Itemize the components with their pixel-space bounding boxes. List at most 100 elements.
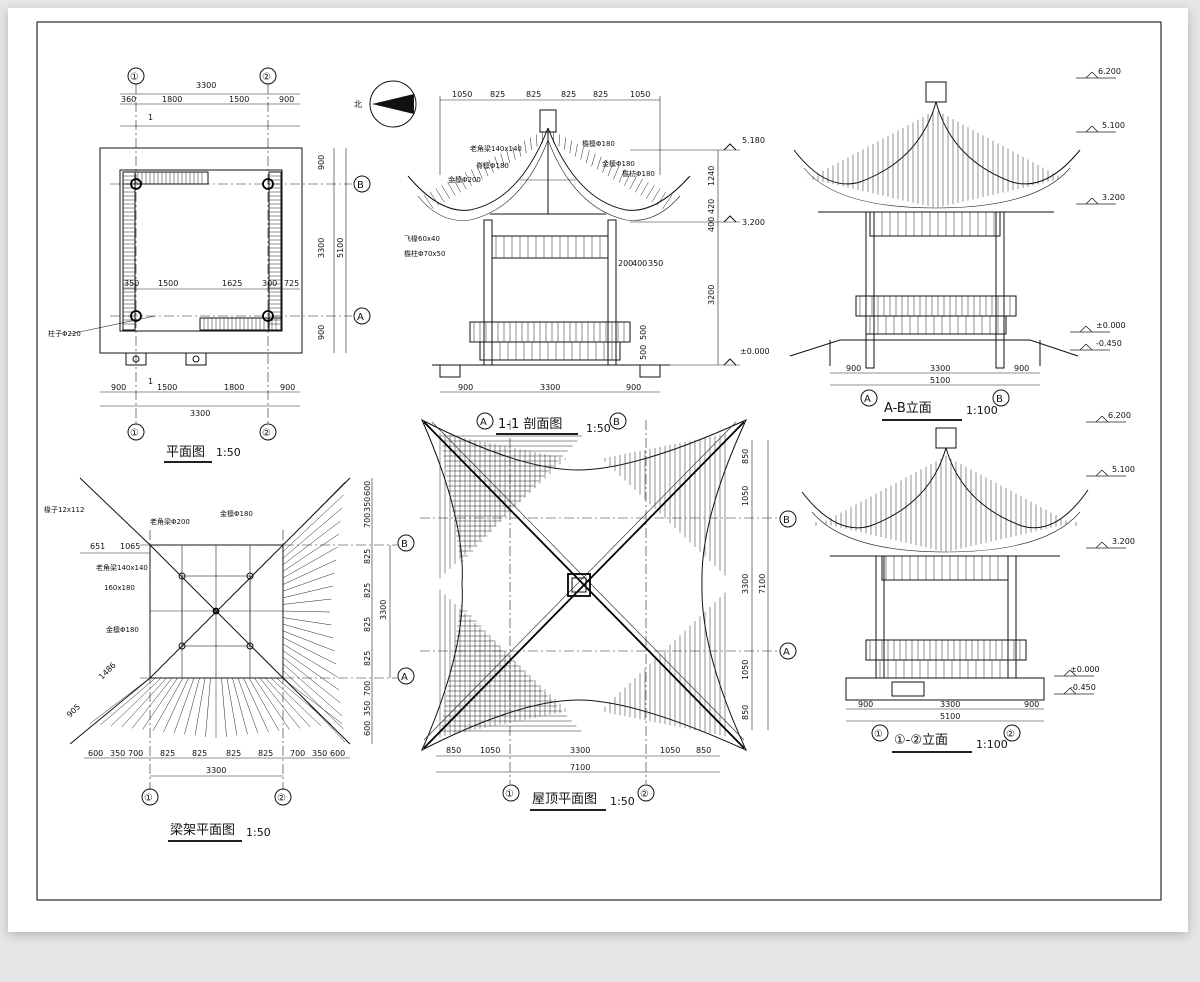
- plan-dim-top-1: 1800: [162, 95, 182, 104]
- framing-axis-2: ②: [277, 793, 286, 804]
- plan-dim-bottom-0: 900: [111, 383, 126, 392]
- framing-dim-bottom-0: 600: [88, 749, 103, 758]
- drawing-border: [36, 21, 1162, 901]
- plan-dim-right-2: 900: [317, 325, 326, 340]
- plan-axis-2-top: ②: [262, 72, 271, 83]
- section-dim-right-4: 500: [639, 325, 648, 340]
- framing-note-5: 金檩Φ180: [106, 625, 139, 634]
- framing-axis-b: B: [401, 539, 408, 550]
- roof-axis-a: A: [783, 647, 790, 658]
- plan-dim-bottom-2: 1800: [224, 383, 244, 392]
- section-dim-bottom-0: 900: [458, 383, 473, 392]
- elevab-level-1: 5.100: [1102, 121, 1125, 130]
- section-level-0: 5.180: [742, 136, 765, 145]
- section-dim-right-1: 420: [707, 199, 716, 214]
- elevab-axis-a: A: [864, 394, 871, 405]
- section-dim-bottom-1: 3300: [540, 383, 560, 392]
- elev12-dim-0: 900: [858, 700, 873, 709]
- roof-axis-2: ②: [640, 789, 649, 800]
- plan-section-mark: 1: [148, 113, 153, 122]
- framing-dim-right-6: 825: [363, 651, 372, 666]
- roof-dim-right-2: 3300: [741, 574, 750, 594]
- framing-note-0: 椽子12x112: [44, 505, 84, 514]
- section-dim-small-0: 200: [618, 259, 633, 268]
- framing-dim-right-9: 600: [363, 721, 372, 736]
- framing-note-1: 老角梁Φ200: [150, 517, 190, 526]
- section-note-1: 脊檩Φ180: [476, 161, 509, 170]
- framing-dim-right-8: 350: [363, 701, 372, 716]
- plan-dim-inner-4: 725: [284, 279, 299, 288]
- plan-dim-inner-2: 1625: [222, 279, 242, 288]
- elev12-axis-2: ②: [1006, 729, 1015, 740]
- plan-dim-right-total: 5100: [336, 238, 345, 258]
- section-dim-small-2: 350: [648, 259, 663, 268]
- section-dim-top-0: 1050: [452, 90, 472, 99]
- elevab-axis-b: B: [996, 394, 1003, 405]
- elevab-dim-1: 3300: [930, 364, 950, 373]
- roof-dim-bottom-2: 3300: [570, 746, 590, 755]
- framing-note-2: 金檩Φ180: [220, 509, 253, 518]
- framing-dim-bottom-3: 825: [160, 749, 175, 758]
- plan-dim-bottom-3: 900: [280, 383, 295, 392]
- framing-dim-bottom-9: 600: [330, 749, 345, 758]
- elevab-level-4: -0.450: [1096, 339, 1122, 348]
- elevab-level-2: 3.200: [1102, 193, 1125, 202]
- plan-dim-top-2: 1500: [229, 95, 249, 104]
- framing-dim-bottom-7: 700: [290, 749, 305, 758]
- roof-dim-bottom-0: 850: [446, 746, 461, 755]
- section-dim-top-3: 825: [561, 90, 576, 99]
- plan-axis-1-bottom: ①: [130, 428, 139, 439]
- framing-plan-view: 椽子12x112 老角梁Φ200 金檩Φ180 老角梁140x140 160x1…: [44, 477, 415, 842]
- drawing-sheet: [8, 8, 1188, 932]
- roof-dim-bottom-3: 1050: [660, 746, 680, 755]
- elev12-level-1: 5.100: [1112, 465, 1135, 474]
- elev12-level-4: -0.450: [1070, 683, 1096, 692]
- elevab-title: A-B立面: [884, 401, 932, 416]
- framing-dim-right-7: 700: [363, 681, 372, 696]
- roof-title: 屋顶平面图: [532, 792, 597, 807]
- framing-dim-bottom-5: 825: [226, 749, 241, 758]
- north-arrow: 北: [354, 80, 417, 128]
- framing-dim-bottom-2: 700: [128, 749, 143, 758]
- elevab-scale: 1:100: [966, 404, 998, 417]
- plan-axis-1-top: ①: [130, 72, 139, 83]
- plan-view: 3300 360 1800 1500 900 1 1 900 1500 1800…: [48, 67, 371, 463]
- section-dim-top-2: 825: [526, 90, 541, 99]
- plan-note-column: 柱子Φ220: [48, 329, 81, 338]
- framing-note-4: 160x180: [104, 584, 135, 592]
- framing-note-3: 老角梁140x140: [96, 563, 148, 572]
- framing-axis-1: ①: [144, 793, 153, 804]
- roof-dim-right-4: 850: [741, 705, 750, 720]
- elev12-dim-1: 3300: [940, 700, 960, 709]
- section-note-2: 金檩Φ200: [448, 175, 481, 184]
- section-note-6: 飞椽60x40: [404, 234, 440, 243]
- elev12-axis-1: ①: [874, 729, 883, 740]
- roof-dim-right-3: 1050: [741, 660, 750, 680]
- plan-axis-b: B: [357, 180, 364, 191]
- roof-dim-bottom-4: 850: [696, 746, 711, 755]
- framing-dim-bottom-1: 350: [110, 749, 125, 758]
- roof-axis-1: ①: [505, 789, 514, 800]
- elevation-12-view: 6.200 5.100 3.200 ±0.000 -0.450 900 3300…: [801, 411, 1135, 753]
- plan-dim-inner-0: 350: [124, 279, 139, 288]
- framing-dim-diag-0: 1486: [97, 661, 118, 682]
- plan-dim-bottom-1: 1500: [157, 383, 177, 392]
- roof-dim-right-1: 1050: [741, 486, 750, 506]
- section-dim-top-1: 825: [490, 90, 505, 99]
- plan-dim-inner-1: 1500: [158, 279, 178, 288]
- elevab-dim-2: 900: [1014, 364, 1029, 373]
- roof-dim-right-total: 7100: [758, 574, 767, 594]
- framing-dim-bottom-6: 825: [258, 749, 273, 758]
- section-axis-b: B: [613, 417, 620, 428]
- elev12-level-0: 6.200: [1108, 411, 1131, 420]
- framing-dim-bottom-4: 825: [192, 749, 207, 758]
- section-dim-right-3: 3200: [707, 285, 716, 305]
- elevab-level-0: 6.200: [1098, 67, 1121, 76]
- section-axis-a: A: [480, 417, 487, 428]
- plan-dim-right-1: 3300: [317, 238, 326, 258]
- framing-dim-right-5: 825: [363, 617, 372, 632]
- section-dim-top-4: 825: [593, 90, 608, 99]
- section-note-4: 金檩Φ180: [602, 159, 635, 168]
- plan-dim-top-total: 3300: [196, 81, 216, 90]
